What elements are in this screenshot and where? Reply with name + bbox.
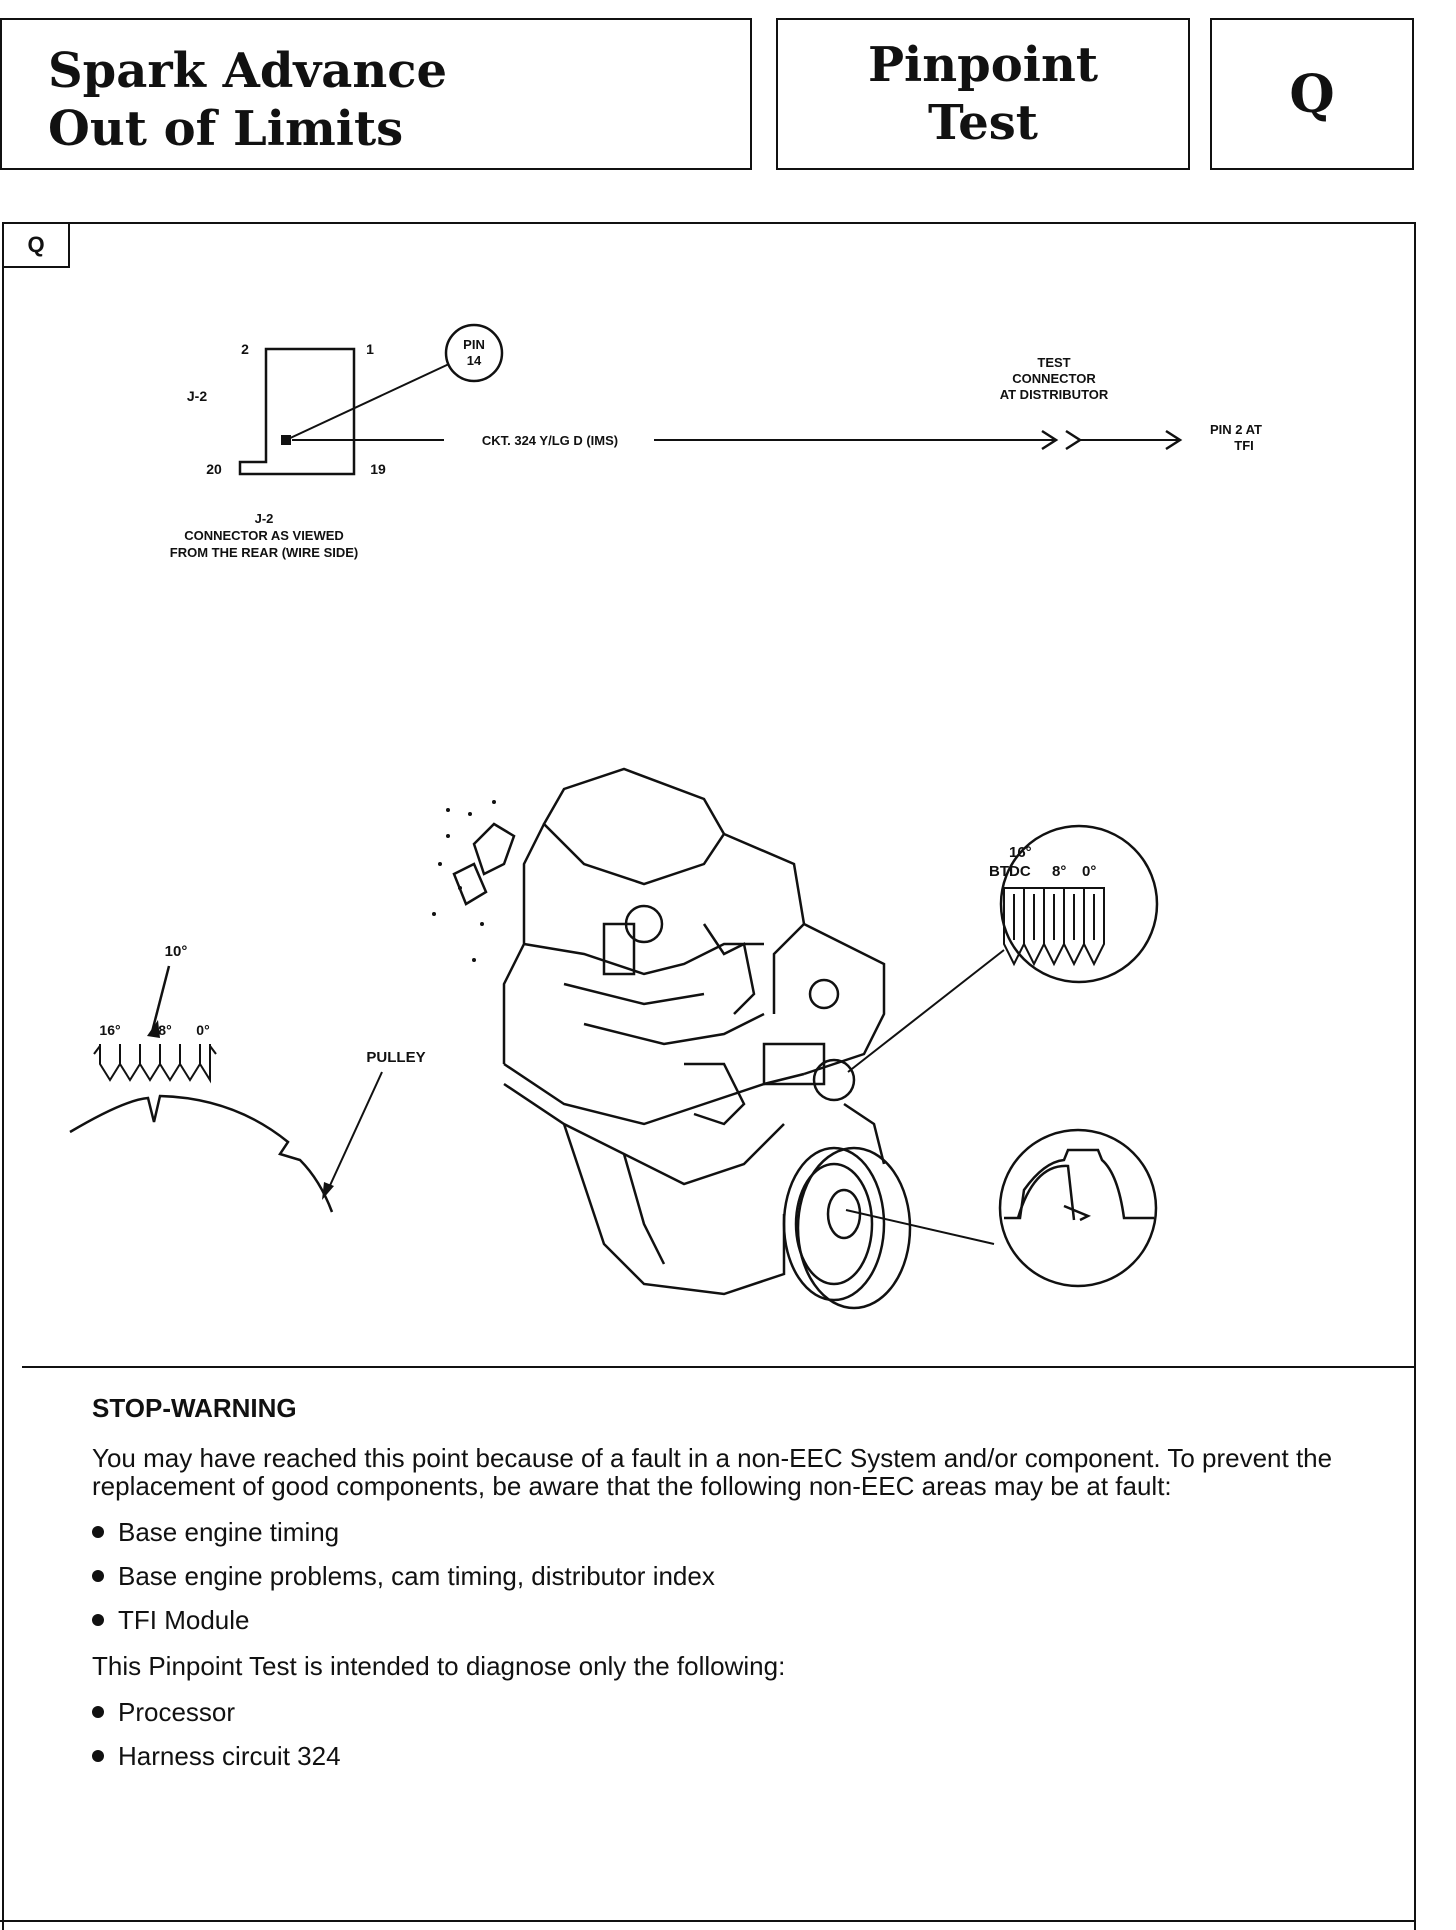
pin-callout-leader [285, 363, 450, 441]
pin-callout-circle [444, 323, 504, 383]
test-code: Q [1289, 63, 1335, 125]
inset-mark-16: 16° [1009, 844, 1032, 861]
engine-crank-pulley-inner [794, 1162, 874, 1286]
pulley-notch-detail [1004, 1148, 1154, 1222]
diagnosis-scope-list: Processor Harness circuit 324 [92, 1698, 1372, 1770]
scale-mark-0: 0° [196, 1022, 209, 1038]
list-item: Base engine timing [92, 1518, 1372, 1546]
engine-timing-window [812, 1058, 856, 1102]
pulley-rim [69, 1094, 334, 1213]
connector-caption-3: FROM THE REAR (WIRE SIDE) [170, 545, 359, 560]
test-code-box: Q [1210, 18, 1414, 170]
connector-caption-1: J-2 [255, 511, 274, 526]
j2-connector-diagram [238, 347, 356, 476]
non-eec-areas-list: Base engine timing Base engine problems,… [92, 1518, 1372, 1634]
connector-arrow-2 [1065, 429, 1083, 451]
list-item: Processor [92, 1698, 1372, 1726]
connector-caption-2: CONNECTOR AS VIEWED [184, 528, 344, 543]
pulley-leader [326, 1071, 383, 1193]
area-text: Base engine timing [118, 1517, 340, 1547]
timing-pointer-arrowhead [147, 1020, 160, 1038]
section-divider [22, 1366, 1414, 1368]
scale-mark-16: 16° [99, 1022, 120, 1038]
list-item: TFI Module [92, 1606, 1372, 1634]
scope-text: Processor [118, 1697, 236, 1727]
scale-mark-8: 8° [158, 1022, 171, 1038]
pin-2-label: 2 [241, 341, 249, 357]
destination-label-2: TFI [1234, 438, 1254, 453]
title-line-2: Out of Limits [48, 101, 404, 157]
pin-1-label: 1 [366, 341, 374, 357]
connector-name-label: J-2 [187, 388, 207, 404]
test-panel: Q PIN 14 2 1 20 19 J-2 J-2 CONNECTOR AS … [2, 222, 1416, 1930]
timing-scale-inset [999, 824, 1159, 984]
circuit-label: CKT. 324 Y/LG D (IMS) [482, 433, 618, 448]
bullet-icon [92, 1570, 104, 1582]
bullet-icon [92, 1614, 104, 1626]
destination-label-1: PIN 2 AT [1210, 422, 1262, 437]
timing-scale-teeth [93, 1044, 217, 1084]
pin-20-label: 20 [206, 461, 222, 477]
title-box: Spark Advance Out of Limits [0, 18, 752, 170]
bullet-icon [92, 1526, 104, 1538]
warning-scope: This Pinpoint Test is intended to diagno… [92, 1651, 786, 1681]
list-item: Harness circuit 324 [92, 1742, 1372, 1770]
test-connector-label-2: CONNECTOR [1012, 371, 1096, 386]
connector-arrow-1 [1041, 429, 1059, 451]
engine-debris-marks [432, 800, 496, 962]
area-text: TFI Module [118, 1605, 250, 1635]
test-connector-label-1: TEST [1037, 355, 1070, 370]
area-text: Base engine problems, cam timing, distri… [118, 1561, 715, 1591]
test-type-line-2: Test [928, 95, 1038, 151]
pin-callout-text-1: PIN [463, 337, 485, 352]
pin-19-label: 19 [370, 461, 386, 477]
timing-pointer-value: 10° [165, 943, 188, 960]
inset-mark-0: 0° [1082, 863, 1096, 880]
pin-callout-text-2: 14 [467, 353, 482, 368]
warning-intro: You may have reached this point because … [92, 1443, 1333, 1501]
engine-valve-cover [542, 767, 726, 886]
page-title: Spark Advance Out of Limits [48, 42, 447, 158]
inset-btdc-label: BTDC [989, 863, 1031, 880]
test-connector-label-3: AT DISTRIBUTOR [1000, 387, 1109, 402]
pulley-arrowhead [322, 1182, 334, 1200]
step-tag: Q [4, 224, 70, 268]
pulley-label: PULLEY [366, 1049, 425, 1066]
timing-pointer-line [150, 965, 171, 1033]
engine-crank-pulley-outer [782, 1146, 886, 1302]
list-item: Base engine problems, cam timing, distri… [92, 1562, 1372, 1590]
bottom-rule [0, 1920, 1414, 1922]
j2-connector-outline [238, 347, 356, 476]
stop-warning-section: STOP-WARNING You may have reached this p… [92, 1394, 1372, 1788]
engine-illustration [452, 767, 912, 1310]
inset-leader-bottom [845, 1209, 995, 1245]
test-type-label: Pinpoint Test [868, 36, 1098, 152]
test-type-line-1: Pinpoint [867, 37, 1099, 93]
bullet-icon [92, 1706, 104, 1718]
test-type-box: Pinpoint Test [776, 18, 1190, 170]
destination-arrow [1165, 429, 1183, 451]
bullet-icon [92, 1750, 104, 1762]
pulley-notch-inset [998, 1128, 1158, 1288]
title-line-1: Spark Advance [48, 43, 448, 99]
inset-mark-8: 8° [1052, 863, 1066, 880]
inset-leader-top [847, 949, 1005, 1073]
inset-scale-teeth [1003, 887, 1105, 967]
test-diagram: PIN 14 2 1 20 19 J-2 J-2 CONNECTOR AS VI… [69, 323, 1262, 1310]
scope-text: Harness circuit 324 [118, 1741, 341, 1771]
warning-heading: STOP-WARNING [92, 1393, 297, 1423]
